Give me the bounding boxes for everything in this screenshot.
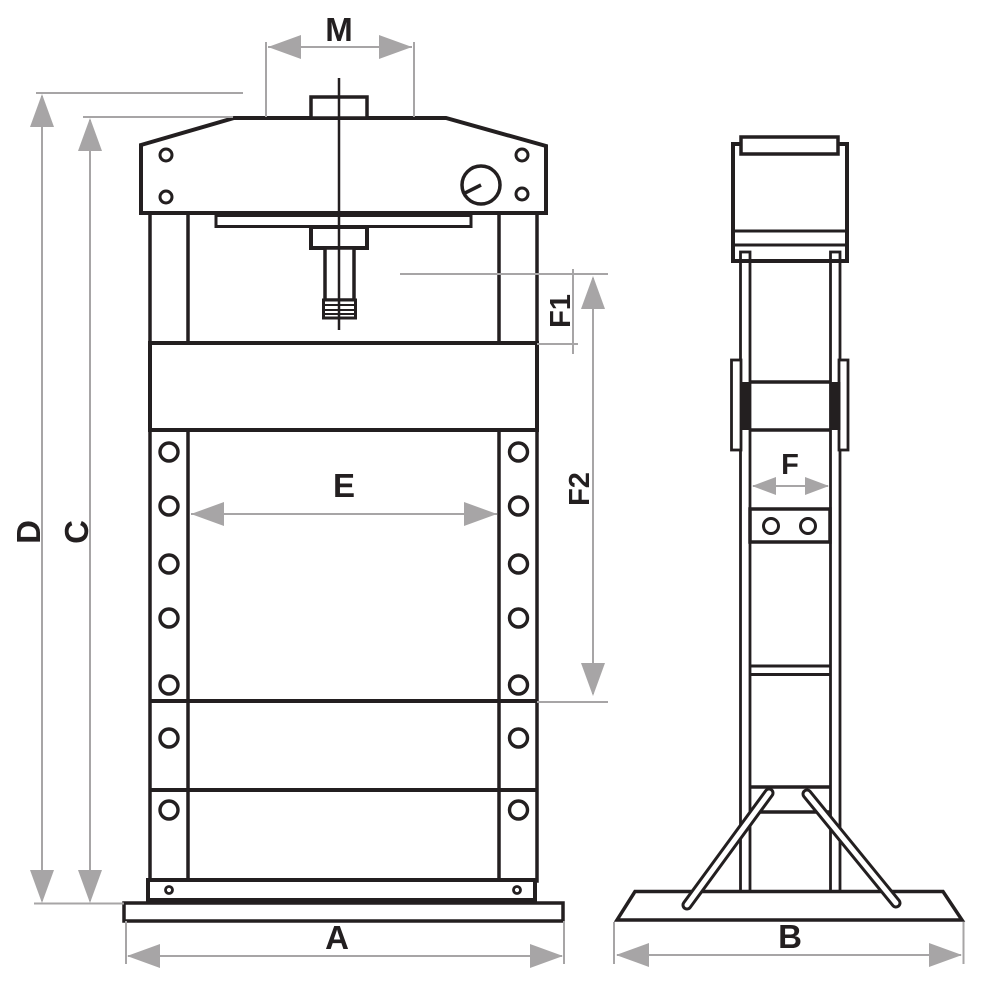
side-table-section xyxy=(830,382,841,430)
left-leg-fill xyxy=(684,790,772,908)
dim-label-C: C xyxy=(58,520,95,544)
dim-label-A: A xyxy=(325,919,349,956)
support-legs xyxy=(681,787,902,911)
side-pin-plate xyxy=(748,507,832,544)
arrowhead-left-icon xyxy=(127,944,160,968)
foot-plate xyxy=(146,878,537,902)
arrowhead-down-icon xyxy=(78,870,102,903)
dim-M: M xyxy=(265,11,415,117)
gauge-needle xyxy=(462,183,482,196)
front-view xyxy=(122,78,565,923)
bolt-hole xyxy=(158,799,180,821)
head-hole xyxy=(514,147,530,163)
bolt-hole xyxy=(158,553,180,575)
front-right-column xyxy=(497,211,539,883)
arrowhead-right-icon xyxy=(464,502,497,526)
side-table-flange xyxy=(730,358,743,452)
bolt-hole xyxy=(158,727,180,749)
arrowhead-up-icon xyxy=(581,276,605,309)
dimensions: M D C E xyxy=(10,11,965,968)
bolt-hole xyxy=(158,441,180,463)
bolt-hole xyxy=(158,495,180,517)
arrowhead-right-icon xyxy=(379,35,412,59)
dim-label-B: B xyxy=(778,918,802,955)
arrowhead-left-icon xyxy=(191,502,224,526)
dim-B: B xyxy=(613,918,965,967)
arrowhead-down-icon xyxy=(30,870,54,903)
dim-E: E xyxy=(191,467,497,526)
dim-F1: F1 xyxy=(400,269,608,354)
side-view xyxy=(613,135,966,922)
base-plate xyxy=(122,901,565,923)
arrowhead-right-icon xyxy=(530,944,563,968)
dim-label-F1: F1 xyxy=(545,294,577,328)
bolt-hole xyxy=(507,553,530,575)
arrowhead-up-icon xyxy=(78,118,102,151)
arrowhead-down-icon xyxy=(581,663,605,696)
dim-label-F: F xyxy=(781,449,799,481)
pin-hole xyxy=(762,517,780,535)
side-right-column xyxy=(829,250,842,895)
right-leg-fill xyxy=(804,791,899,906)
side-table-section xyxy=(740,382,751,430)
pressure-gauge-icon xyxy=(460,164,502,206)
bolt-hole xyxy=(507,727,530,749)
bolt-hole xyxy=(507,495,530,517)
spring-plate xyxy=(214,214,473,228)
press-head xyxy=(139,116,548,215)
dim-A: A xyxy=(125,919,565,968)
head-hole xyxy=(158,189,174,205)
side-base-plate xyxy=(613,889,966,922)
column-holes xyxy=(158,441,530,821)
head-hole xyxy=(158,147,174,163)
dim-label-E: E xyxy=(333,467,355,504)
arrowhead-left-icon xyxy=(268,35,301,59)
bolt-hole xyxy=(507,799,530,821)
side-top-plate xyxy=(739,135,840,156)
side-left-column xyxy=(739,250,752,895)
arrowhead-right-icon xyxy=(805,477,829,495)
dim-label-F2: F2 xyxy=(564,472,596,506)
ram-assembly xyxy=(309,78,369,330)
bolt-hole xyxy=(158,674,180,696)
dim-F2: F2 xyxy=(537,276,608,703)
bolt-hole xyxy=(507,607,530,629)
bolt-hole xyxy=(507,674,530,696)
arrowhead-right-icon xyxy=(929,943,962,967)
dim-label-M: M xyxy=(325,11,353,48)
bolt-hole xyxy=(158,607,180,629)
arrowhead-up-icon xyxy=(30,94,54,127)
dim-D: D xyxy=(10,92,243,903)
foot-bolt xyxy=(164,885,174,895)
work-table xyxy=(148,341,539,432)
dim-F: F xyxy=(752,449,829,495)
foot-bolt xyxy=(512,885,522,895)
dim-label-D: D xyxy=(10,520,47,544)
pin-hole xyxy=(799,517,817,535)
side-head-box xyxy=(731,142,849,263)
dim-C: C xyxy=(34,116,233,905)
head-hole xyxy=(514,186,530,202)
arrowhead-left-icon xyxy=(616,943,649,967)
bolt-hole xyxy=(507,441,530,463)
front-left-column xyxy=(148,211,190,883)
arrowhead-left-icon xyxy=(752,477,776,495)
